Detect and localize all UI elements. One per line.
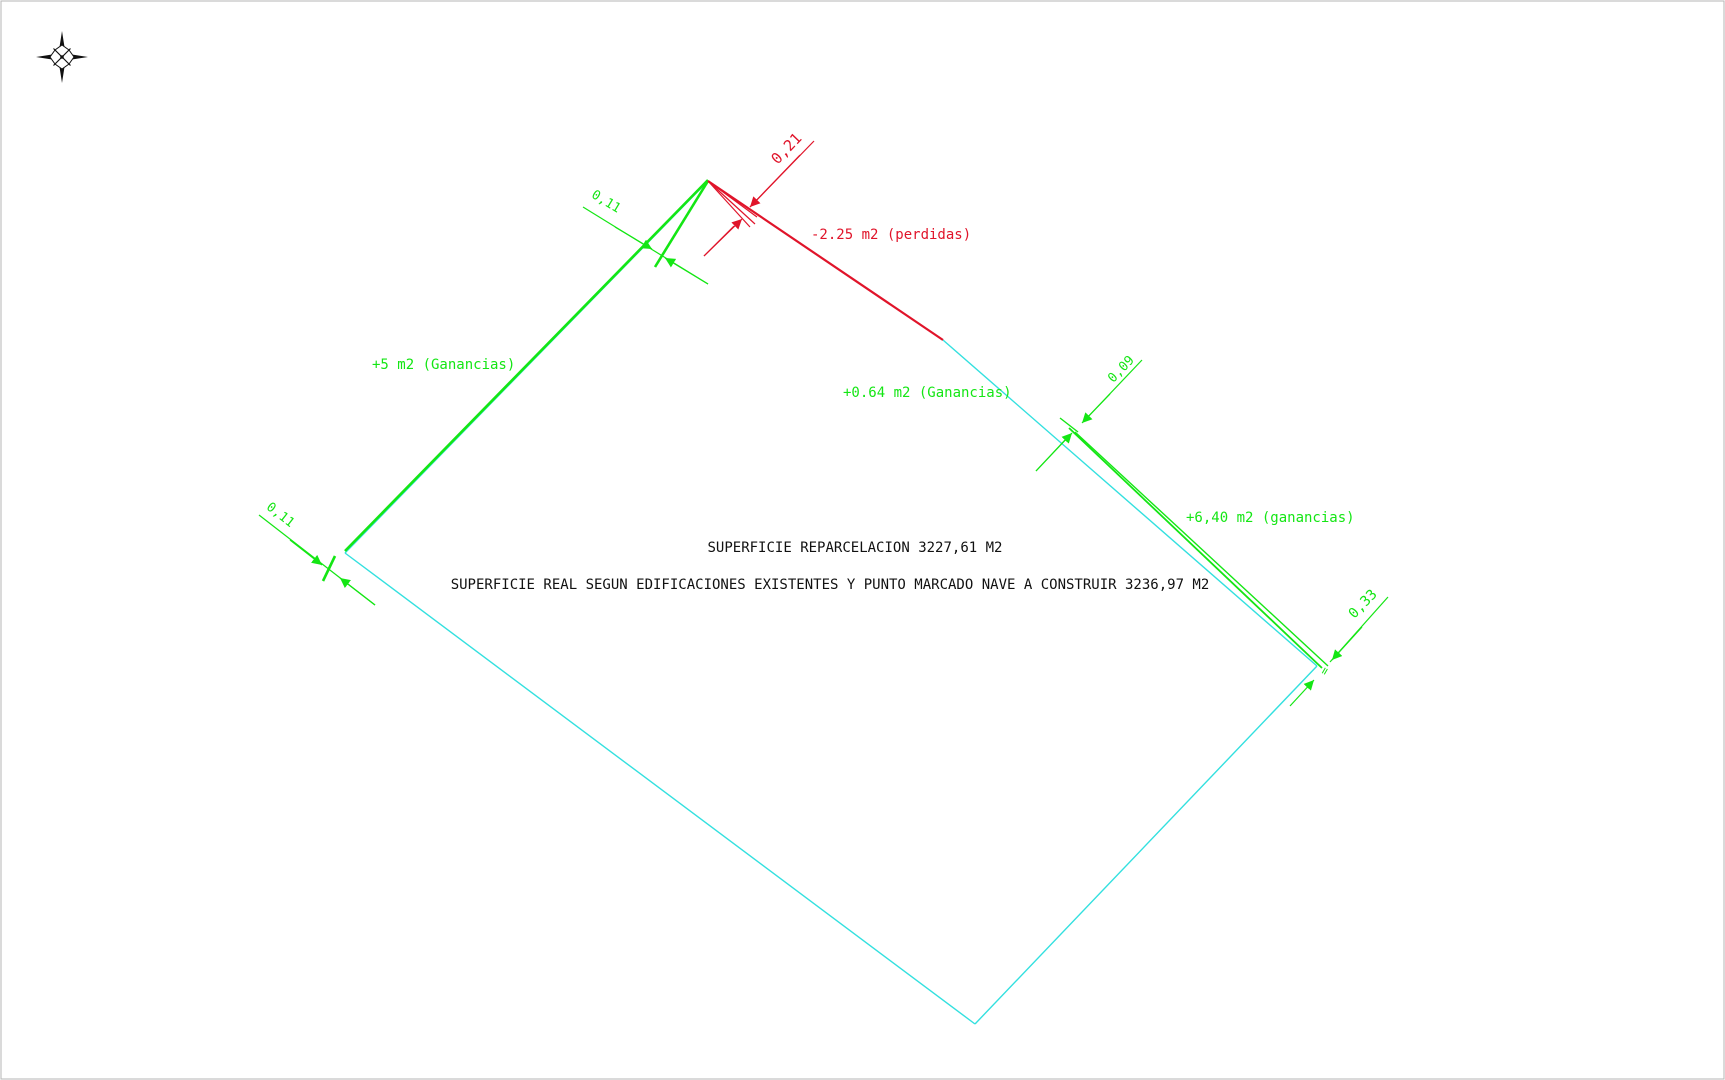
dimension-arrow: [1035, 432, 1073, 472]
dimension-label-left-bottom: 0,11: [263, 500, 297, 531]
area-real-label: SUPERFICIE REAL SEGUN EDIFICACIONES EXIS…: [451, 577, 1210, 593]
dimension-arrow: [1289, 679, 1315, 707]
dimension-arrow: [339, 577, 376, 606]
real-boundary-gains: [321, 179, 1329, 669]
dimension-arrow: [1331, 626, 1363, 661]
dimension-left-top: [582, 206, 709, 285]
real-boundary-losses: [707, 180, 944, 341]
dimension-left-bottom: [258, 514, 376, 606]
dimension-arrow: [664, 257, 709, 285]
dimension-top: [703, 140, 815, 257]
dimension-arrow: [703, 218, 743, 257]
compass-rose-icon: [36, 31, 88, 83]
parcel-boundary: [344, 180, 1318, 1025]
loss-edge-north: [707, 180, 944, 341]
annotation-gain-mid: +0.64 m2 (Ganancias): [843, 385, 1012, 401]
dimension-label-right: 0,33: [1346, 587, 1381, 622]
boundary-edge-south-west: [344, 552, 976, 1025]
boundary-edge-north-east: [942, 339, 1318, 667]
boundary-edge-south-east: [974, 665, 1318, 1025]
annotation-loss-top: -2.25 m2 (perdidas): [811, 227, 971, 243]
real-edge-east-b: [1074, 431, 1329, 667]
annotation-gain-left: +5 m2 (Ganancias): [372, 357, 515, 373]
real-edge-corner-tick: [321, 555, 337, 582]
dimension-right: [1289, 596, 1389, 707]
real-edge-east-a: [1068, 427, 1323, 669]
dimension-arrow: [1081, 393, 1111, 424]
dimension-label-top: 0,21: [767, 129, 805, 167]
area-reparcelacion-label: SUPERFICIE REPARCELACION 3227,61 M2: [707, 540, 1002, 556]
dimension-mark-right: =: [1317, 664, 1333, 677]
loss-wedge-3: [707, 180, 758, 218]
dimension-arrow: [749, 154, 801, 208]
real-edge-east-step: [1059, 417, 1079, 433]
dimension-arrow: [289, 539, 323, 566]
loss-wedge-2: [707, 180, 751, 228]
real-edge-west-inner: [653, 180, 710, 268]
annotation-gain-right: +6,40 m2 (ganancias): [1186, 510, 1355, 526]
dimension-arrow: [614, 226, 653, 250]
loss-wedge-1: [707, 180, 756, 225]
dimension-mid: [1035, 359, 1143, 472]
dimension-label-left-top: 0,11: [589, 188, 624, 217]
